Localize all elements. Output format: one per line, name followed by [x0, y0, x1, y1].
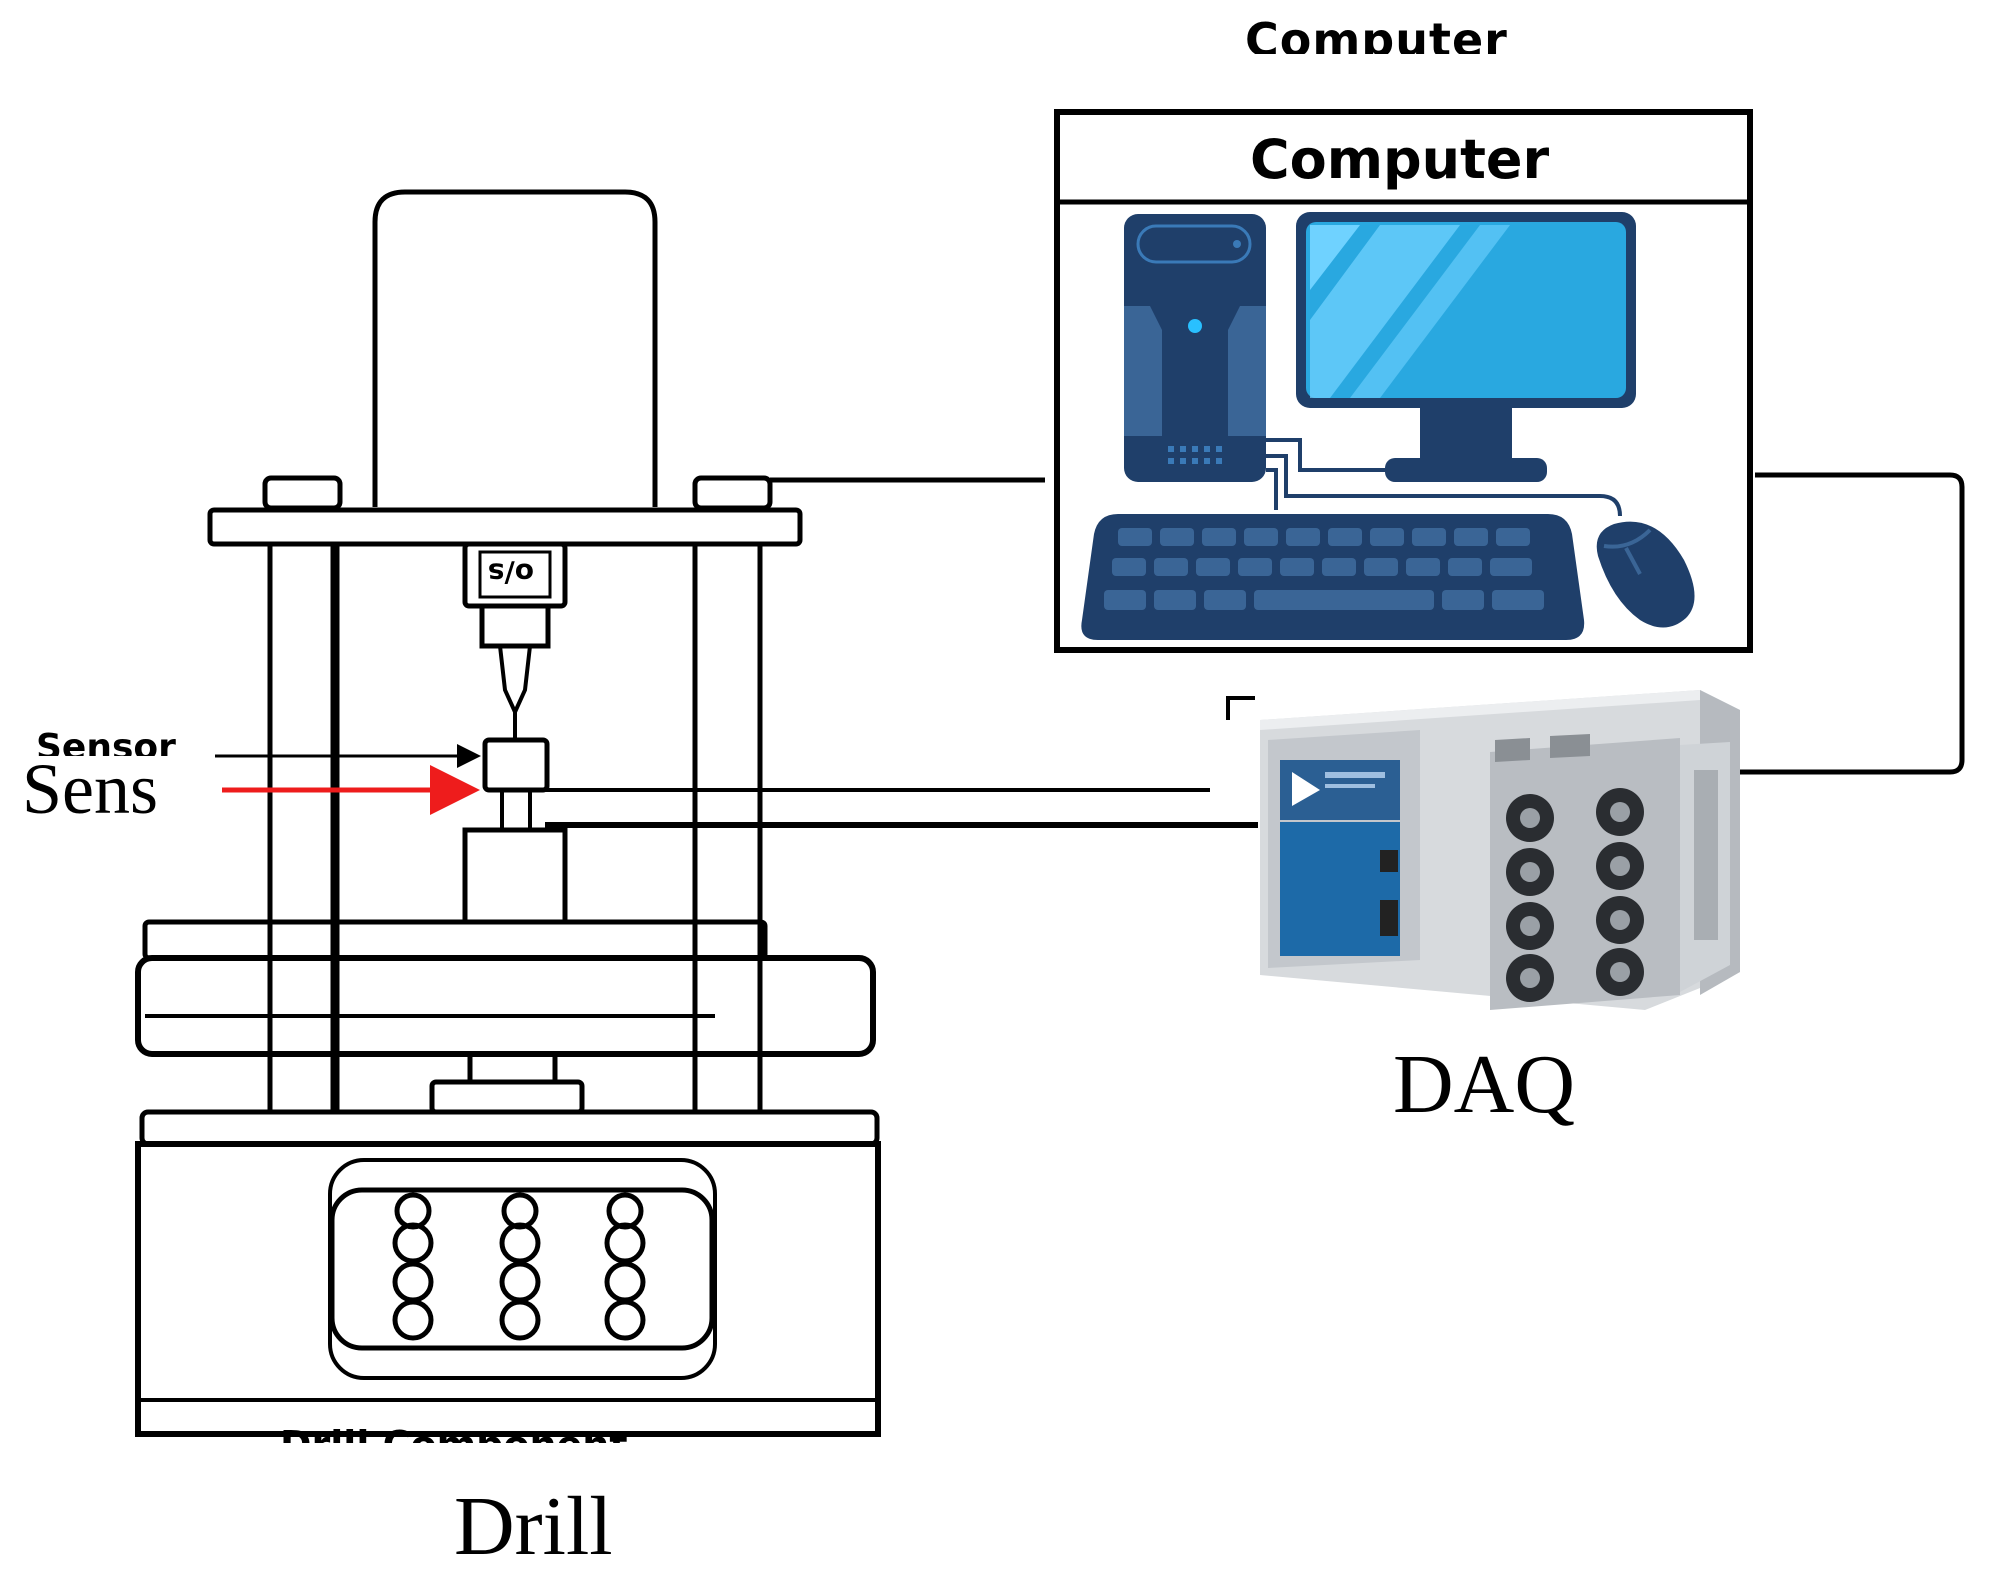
drill-press: o/s — [135, 189, 881, 1437]
drill-component-label-ghost: Drill Component — [280, 1425, 628, 1443]
left-column-cap — [262, 475, 343, 511]
computer-title-ghost: Computer — [1245, 13, 1508, 54]
keyboard-icon — [1081, 514, 1585, 640]
sensor-label-ghost: Sensor — [36, 727, 176, 756]
table-frame — [135, 955, 876, 1057]
chuck-body — [479, 603, 551, 649]
base-frame — [135, 1141, 881, 1437]
top-plate — [207, 507, 803, 547]
computer-box — [1054, 109, 1753, 653]
sensor-label: Sens — [22, 749, 159, 829]
svg-text:o/s: o/s — [488, 557, 534, 590]
cables — [530, 472, 1965, 828]
daq-label: DAQ — [1393, 1038, 1575, 1131]
sensor-block — [482, 737, 550, 793]
base-holes — [392, 1192, 646, 1341]
drill-label: Drill — [454, 1480, 613, 1573]
cable-computer-daq — [1740, 472, 1965, 775]
workpiece-holder — [462, 827, 568, 925]
bnc-connectors — [1506, 788, 1644, 1002]
drill-bit — [498, 645, 532, 717]
table-top — [142, 919, 768, 961]
table-foot — [429, 1079, 585, 1115]
monitor-icon — [1296, 212, 1636, 482]
sensor-stem — [500, 788, 532, 832]
mouse-icon — [1596, 521, 1695, 628]
right-column-cap — [692, 475, 773, 511]
computer-title: Computer — [1250, 128, 1550, 191]
tower-icon — [1124, 214, 1266, 482]
daq-device — [1260, 690, 1740, 1010]
base-top — [139, 1109, 880, 1147]
motor-housing — [372, 189, 658, 507]
base-panel-inner — [329, 1187, 715, 1351]
